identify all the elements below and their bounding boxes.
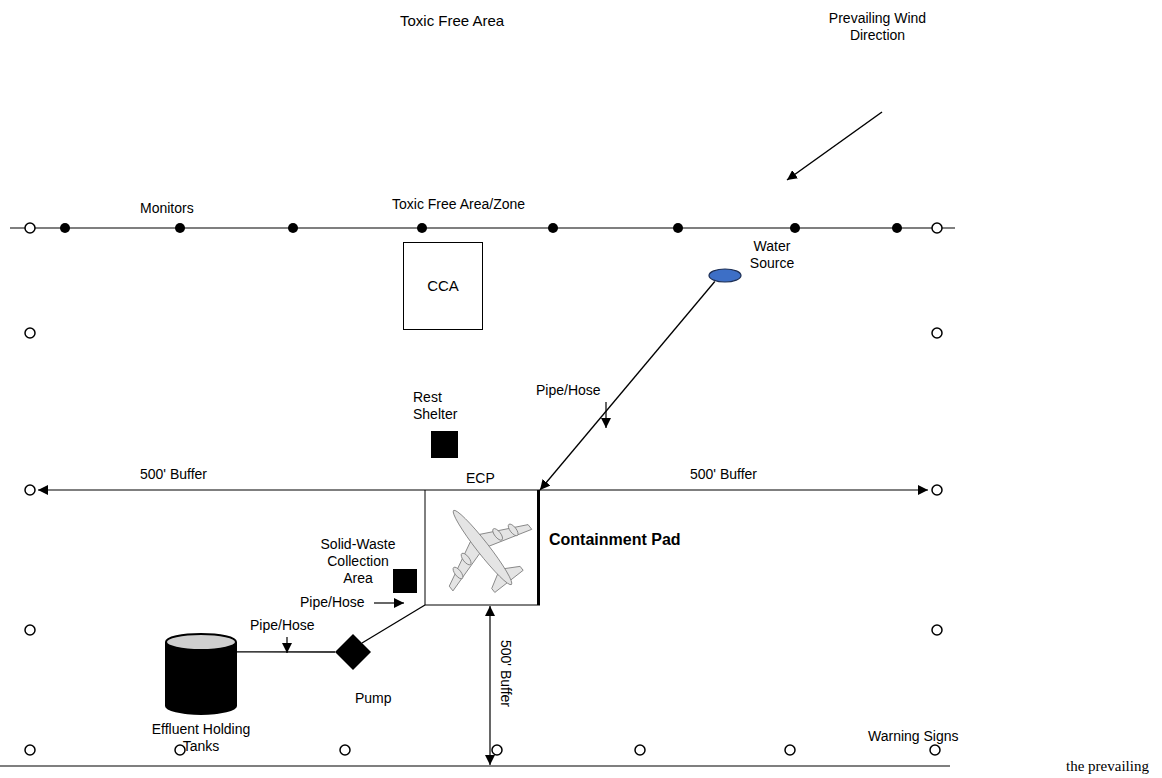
containment-pad-label: Containment Pad [549,530,681,549]
boundary-line [0,765,950,766]
site-label: Warning Signs [868,728,959,745]
pump: Pump [335,634,371,670]
leader-arrow [605,402,606,428]
site-label: Toxic Free Area/Zone [392,196,525,213]
monitor-dots [60,223,902,233]
leader-arrow [286,637,287,653]
site-label: Pipe/Hose [250,617,315,634]
site-label: Pipe/Hose [300,594,365,611]
site-label: Monitors [140,200,194,217]
site-label: 500' Buffer [140,466,207,483]
buffer-arrow [489,606,490,765]
cca-box: CCA [403,242,483,330]
solid-waste-area-label: Solid-Waste Collection Area [313,536,403,586]
water-source-shape [708,268,742,283]
site-label: Prevailing Wind Direction [815,10,940,44]
zone-line [10,227,955,228]
buffer-arrow [540,489,928,490]
containment-pad-shape [425,490,540,605]
containment-pad: Containment Pad [425,490,540,605]
pipe-connector [237,651,335,652]
site-label: the prevailing [1066,757,1149,775]
pump-shape [335,634,371,670]
leader-arrow [374,602,404,603]
pipe-connector [362,605,425,643]
water-source: Water Source [708,268,742,283]
site-label: 500' Buffer [497,640,514,707]
effluent-tank-label: Effluent Holding Tanks [136,721,266,755]
buffer-arrow [38,489,425,490]
site-label: Pipe/Hose [536,382,601,399]
solid-waste-area: Solid-Waste Collection Area [393,569,417,593]
effluent-tank: Effluent Holding Tanks [165,633,237,715]
site-label: 500' Buffer [690,466,757,483]
water-source-label: Water Source [742,238,802,272]
warning-sign-markers [25,223,942,755]
rest-shelter: Rest Shelter [431,431,458,458]
site-label: ECP [466,470,495,487]
pump-label: Pump [355,690,392,707]
rest-shelter-label: Rest Shelter [413,389,473,423]
cca-box-label: CCA [427,277,459,295]
effluent-tank-shape [165,633,237,715]
site-label: Toxic Free Area [400,12,504,30]
wind-arrow [787,112,882,180]
